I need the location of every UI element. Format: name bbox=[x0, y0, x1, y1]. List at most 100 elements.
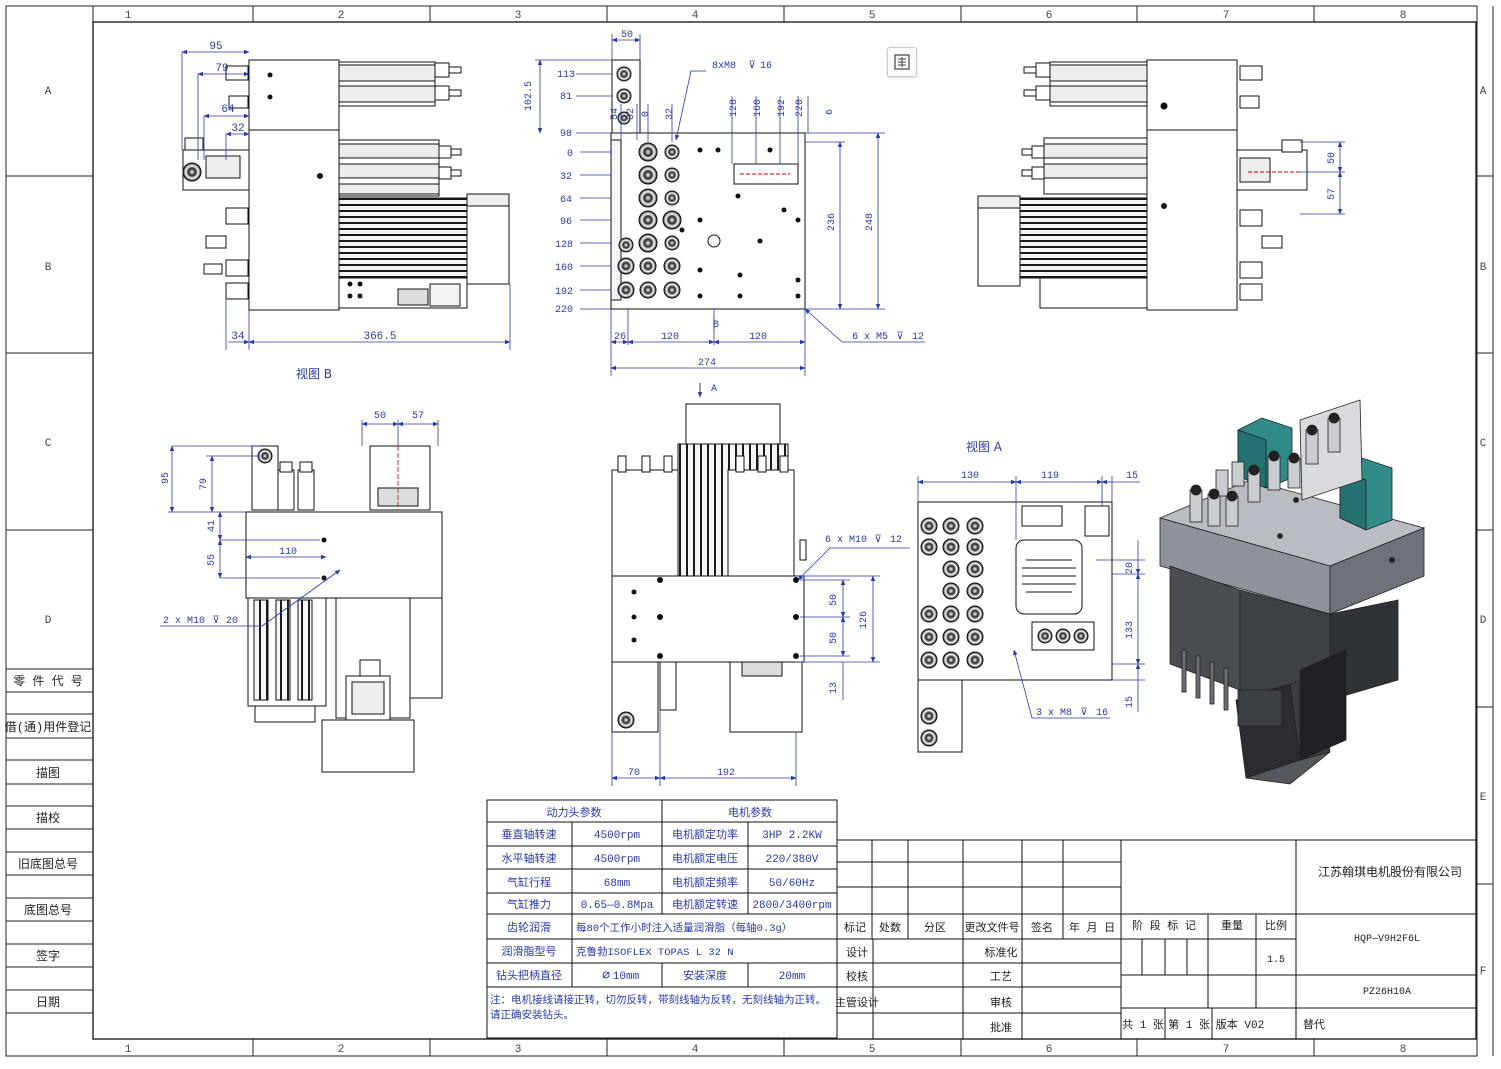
view-side-left-dim-text: 95 79 64 32 34 366.5 bbox=[209, 41, 396, 343]
sheet-count: 共 1 张 bbox=[1122, 1018, 1164, 1032]
param-row3-label: 气缸行程 bbox=[507, 875, 551, 890]
row-label-c: C bbox=[45, 438, 52, 450]
lube-text: 每80个工作小时注入适量润滑脂（每轴0.3g） bbox=[576, 921, 792, 935]
rev-file-no: 更改文件号 bbox=[965, 920, 1020, 935]
lube-label: 齿轮润滑 bbox=[507, 920, 551, 935]
scale-value: 1.5 bbox=[1267, 955, 1285, 966]
dim-57-front: 57 bbox=[412, 411, 424, 422]
shank-label: 钻头把柄直径 bbox=[496, 968, 562, 983]
admin-date: 日期 bbox=[36, 995, 60, 1010]
arrow-b-label: B bbox=[713, 320, 719, 331]
shank-value: 10mm bbox=[613, 971, 640, 983]
param-row3-value: 68mm bbox=[604, 878, 631, 890]
dim-34: 34 bbox=[231, 331, 245, 343]
view-front-center-dim-text: 6 x M10 ⊽ 12 50 50 126 13 70 192 bbox=[628, 534, 902, 779]
rev-count: 处数 bbox=[879, 921, 901, 935]
note-box: 注：电机接线请接正转，切勿反转，带刻线轴为反转，无刻线轴为正转。请正确安装钻头。 bbox=[490, 994, 826, 1021]
isometric-render bbox=[1158, 399, 1426, 785]
dim-y-32: 32 bbox=[560, 172, 572, 183]
param-row1-label: 垂直轴转速 bbox=[502, 827, 557, 842]
role-standardize: 标准化 bbox=[985, 945, 1018, 960]
col-label-4-bottom: 4 bbox=[692, 1044, 699, 1056]
col-label-6: 6 bbox=[1046, 10, 1053, 22]
dim-248: 248 bbox=[865, 213, 876, 231]
view-side-left bbox=[182, 59, 510, 311]
thread-m5-depth: 12 bbox=[912, 332, 924, 343]
version: 版本 V02 bbox=[1216, 1017, 1264, 1032]
admin-signature: 签字 bbox=[36, 948, 60, 964]
row-label-f-right: F bbox=[1480, 966, 1487, 978]
thread-8xm8: 8xM8 bbox=[712, 61, 736, 72]
dim-57-right: 57 bbox=[1327, 188, 1338, 200]
dim-15-bottom: 15 bbox=[1125, 696, 1136, 708]
left-admin-block bbox=[6, 668, 93, 1014]
sheet-frame bbox=[5, 5, 1494, 1057]
dim-81: 81 bbox=[560, 92, 572, 103]
dim-32-top: 32 bbox=[626, 108, 637, 120]
title-block-grid bbox=[837, 839, 1476, 1039]
role-process: 工艺 bbox=[990, 970, 1012, 984]
view-side-right bbox=[977, 59, 1308, 311]
dim-y-220: 220 bbox=[555, 305, 573, 316]
rev-date: 年 月 日 bbox=[1069, 920, 1115, 935]
dim-6: 6 bbox=[825, 109, 836, 115]
col-label-7: 7 bbox=[1223, 10, 1230, 22]
dim-192-front: 192 bbox=[717, 768, 735, 779]
replace-label: 替代 bbox=[1303, 1017, 1325, 1032]
view-front-left-dims bbox=[160, 420, 439, 627]
view-front-left bbox=[245, 445, 443, 773]
col-label-3: 3 bbox=[515, 10, 522, 22]
param-row1-value: 4500rpm bbox=[594, 830, 641, 842]
row-label-e-right: E bbox=[1480, 792, 1487, 804]
view-top-plan-dim-text: 50 102.5 113 81 54 32 0 32 8xM8 ⊽ 16 128… bbox=[524, 30, 924, 395]
grease-label: 润滑脂型号 bbox=[502, 944, 557, 959]
dim-133: 133 bbox=[1125, 621, 1136, 639]
dim-236: 236 bbox=[827, 213, 838, 231]
depth-symbol: ⊽ bbox=[748, 60, 755, 72]
grease-text: 克鲁勃ISOFLEX TOPAS L 32 N bbox=[576, 945, 734, 959]
dim-41: 41 bbox=[207, 520, 218, 532]
view-bottom-a-dims bbox=[917, 476, 1145, 719]
admin-base-no: 底图总号 bbox=[24, 902, 72, 918]
view-side-right-dim-text: 50 57 bbox=[1327, 152, 1338, 200]
param-row2-value: 4500rpm bbox=[594, 854, 641, 866]
row-label-a-right: A bbox=[1480, 86, 1487, 98]
dim-113: 113 bbox=[557, 70, 575, 81]
dim-119: 119 bbox=[1041, 471, 1059, 482]
title-block: 江苏翰琪电机股份有限公司 HQP—V9H2F6L PZ26H10A 阶 段 标 … bbox=[835, 864, 1462, 1035]
dim-y-98: 98 bbox=[560, 129, 572, 140]
dim-26: 26 bbox=[614, 332, 626, 343]
dim-120-b: 120 bbox=[749, 332, 767, 343]
param-row2-motor-label: 电机额定电压 bbox=[672, 851, 738, 866]
fit-view-icon[interactable] bbox=[887, 47, 917, 77]
dim-50-a: 50 bbox=[829, 594, 840, 606]
view-front-center bbox=[611, 403, 807, 733]
role-lead-design: 主管设计 bbox=[835, 995, 879, 1010]
install-depth-value: 20mm bbox=[779, 971, 806, 983]
view-b-label: 视图 B bbox=[296, 366, 332, 381]
dim-55: 55 bbox=[207, 554, 218, 566]
col-label-8-bottom: 8 bbox=[1400, 1044, 1407, 1056]
dim-54: 54 bbox=[610, 108, 621, 120]
zone-labels: 1 2 3 4 5 6 7 8 1 2 3 4 5 6 7 8 A B C D … bbox=[45, 10, 1487, 1056]
dim-95-front: 95 bbox=[161, 472, 172, 484]
role-check: 校核 bbox=[846, 969, 868, 984]
installation-note: 注：电机接线请接正转，切勿反转，带刻线轴为反转，无刻线轴为正转。请正确安装钻头。 bbox=[490, 994, 826, 1021]
rev-mark: 标记 bbox=[844, 920, 866, 935]
dim-220: 220 bbox=[795, 99, 806, 117]
col-label-6-bottom: 6 bbox=[1046, 1044, 1053, 1056]
dim-130: 130 bbox=[961, 471, 979, 482]
dim-126: 126 bbox=[859, 611, 870, 629]
depth-symbol-m10: ⊽ bbox=[212, 615, 219, 627]
col-label-2: 2 bbox=[338, 10, 345, 22]
view-bottom-a-dim-text: 130 119 15 20 133 15 3 x M8 ⊽ 16 bbox=[961, 471, 1138, 719]
row-label-d-right: D bbox=[1480, 615, 1487, 627]
dim-50-b: 50 bbox=[829, 632, 840, 644]
param-row2-motor-value: 220/380V bbox=[766, 854, 819, 866]
dim-y-160: 160 bbox=[555, 263, 573, 274]
col-label-1: 1 bbox=[125, 10, 132, 22]
dim-128: 128 bbox=[729, 99, 740, 117]
row-label-a: A bbox=[45, 86, 52, 98]
